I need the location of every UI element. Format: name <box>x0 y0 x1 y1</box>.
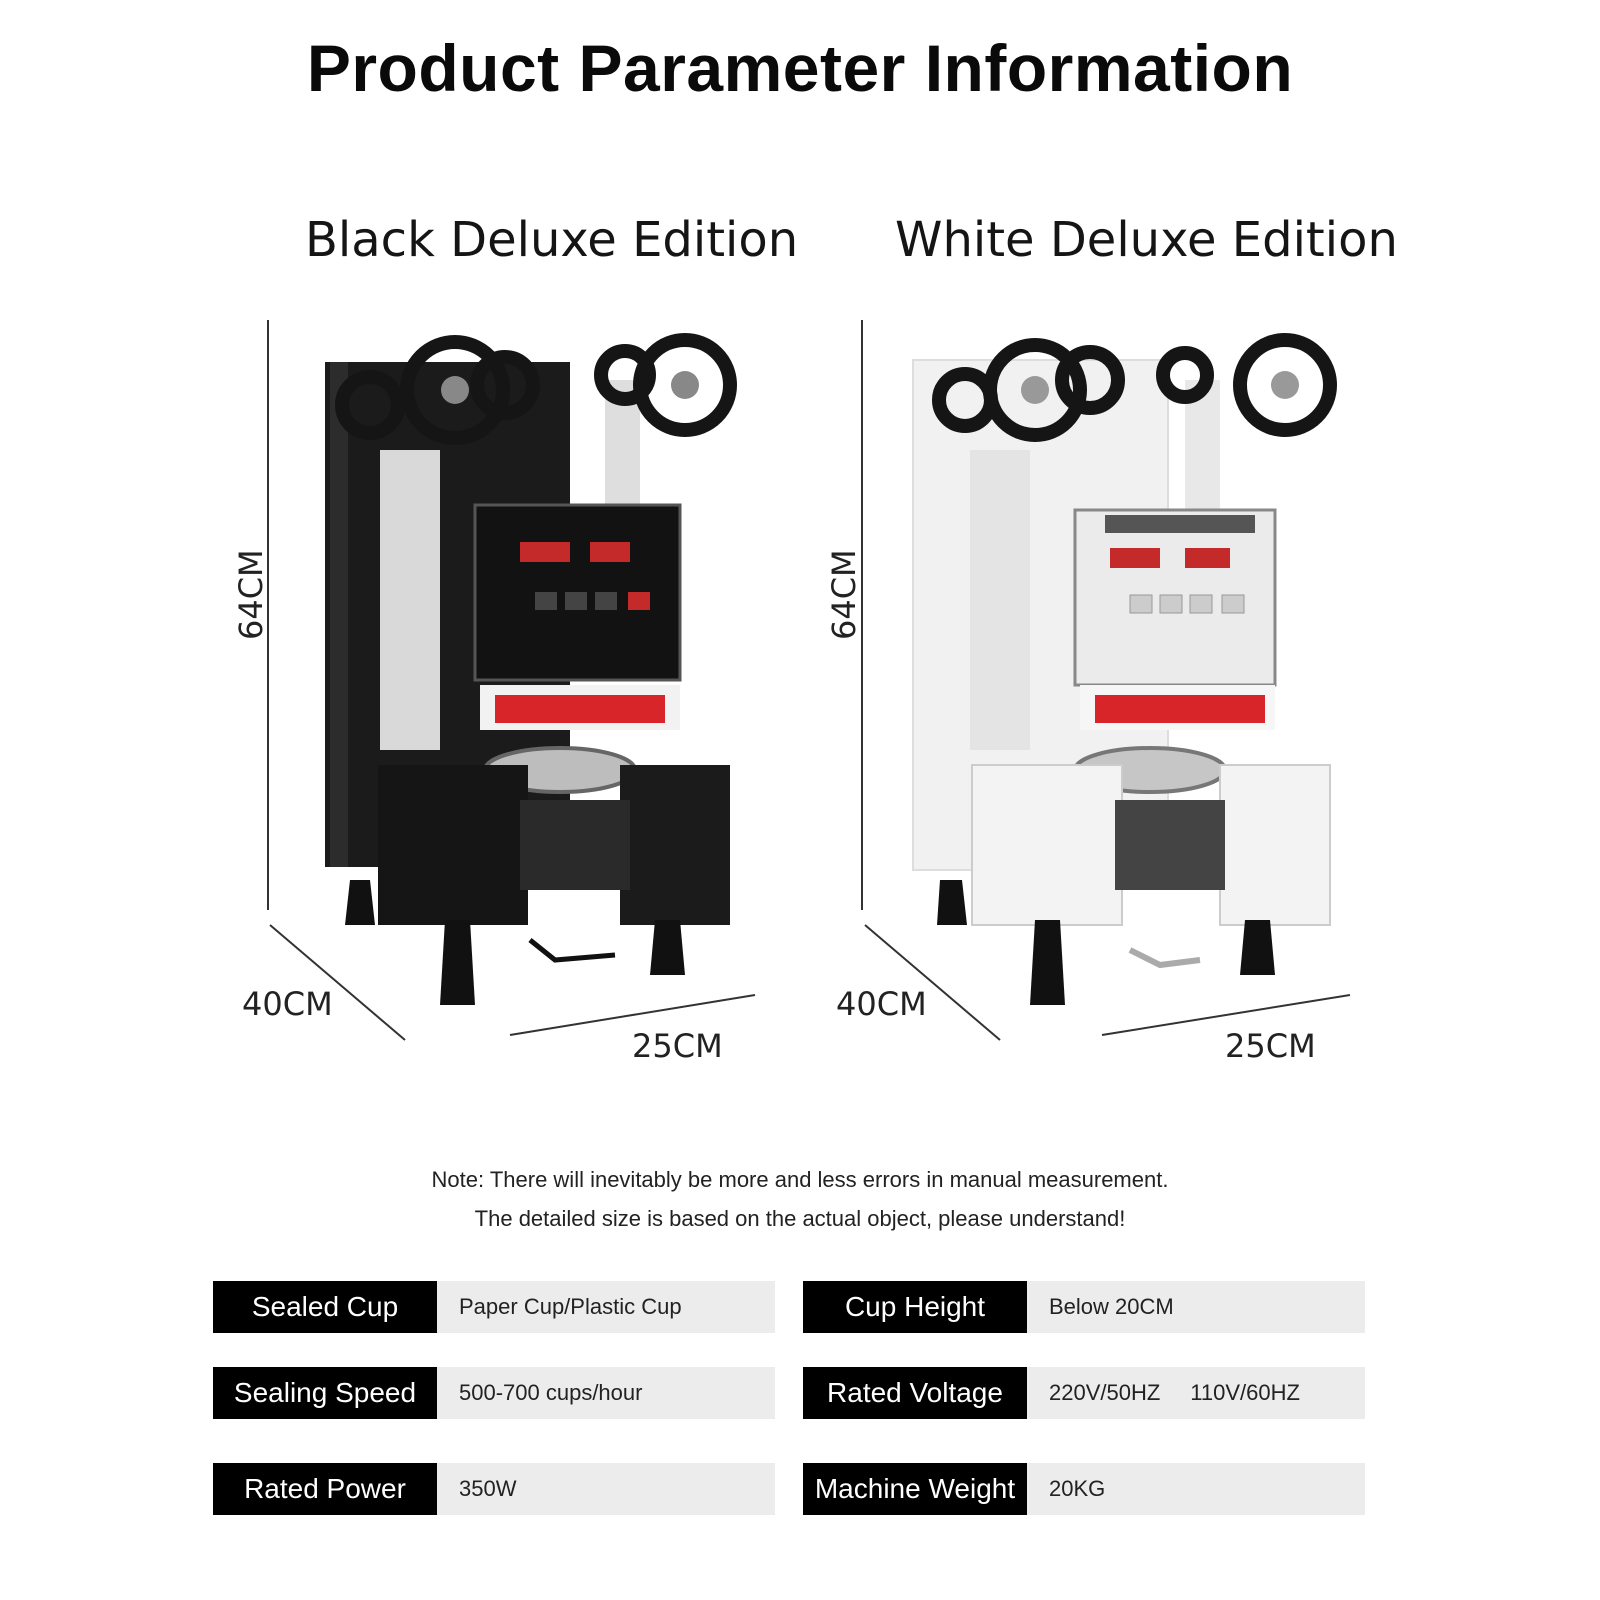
spec-value: 500-700 cups/hour <box>437 1367 775 1419</box>
white-height-label: 64CM <box>825 549 863 640</box>
spec-label: Cup Height <box>803 1281 1027 1333</box>
white-machine-image <box>861 320 1351 1041</box>
black-depth-label: 40CM <box>242 985 333 1023</box>
note-line-2: The detailed size is based on the actual… <box>474 1206 1126 1231</box>
spec-label: Machine Weight <box>803 1463 1027 1515</box>
spec-value: 20KG <box>1027 1463 1365 1515</box>
spec-value: Below 20CM <box>1027 1281 1365 1333</box>
spec-sealing-speed: Sealing Speed 500-700 cups/hour <box>213 1367 775 1419</box>
spec-value: Paper Cup/Plastic Cup <box>437 1281 775 1333</box>
spec-label: Rated Power <box>213 1463 437 1515</box>
black-edition-title: Black Deluxe Edition <box>305 212 799 268</box>
spec-label: Rated Voltage <box>803 1367 1027 1419</box>
page-title: Product Parameter Information <box>306 31 1294 105</box>
spec-value: 350W <box>437 1463 775 1515</box>
black-height-label: 64CM <box>232 549 270 640</box>
black-machine-image <box>267 320 756 1041</box>
spec-label: Sealed Cup <box>213 1281 437 1333</box>
black-width-label: 25CM <box>632 1027 723 1065</box>
spec-machine-weight: Machine Weight 20KG <box>803 1463 1365 1515</box>
spec-rated-power: Rated Power 350W <box>213 1463 775 1515</box>
note-line-1: Note: There will inevitably be more and … <box>431 1167 1169 1192</box>
white-width-label: 25CM <box>1225 1027 1316 1065</box>
white-depth-label: 40CM <box>836 985 927 1023</box>
spec-cup-height: Cup Height Below 20CM <box>803 1281 1365 1333</box>
white-edition-title: White Deluxe Edition <box>895 212 1398 268</box>
spec-sealed-cup: Sealed Cup Paper Cup/Plastic Cup <box>213 1281 775 1333</box>
spec-label: Sealing Speed <box>213 1367 437 1419</box>
